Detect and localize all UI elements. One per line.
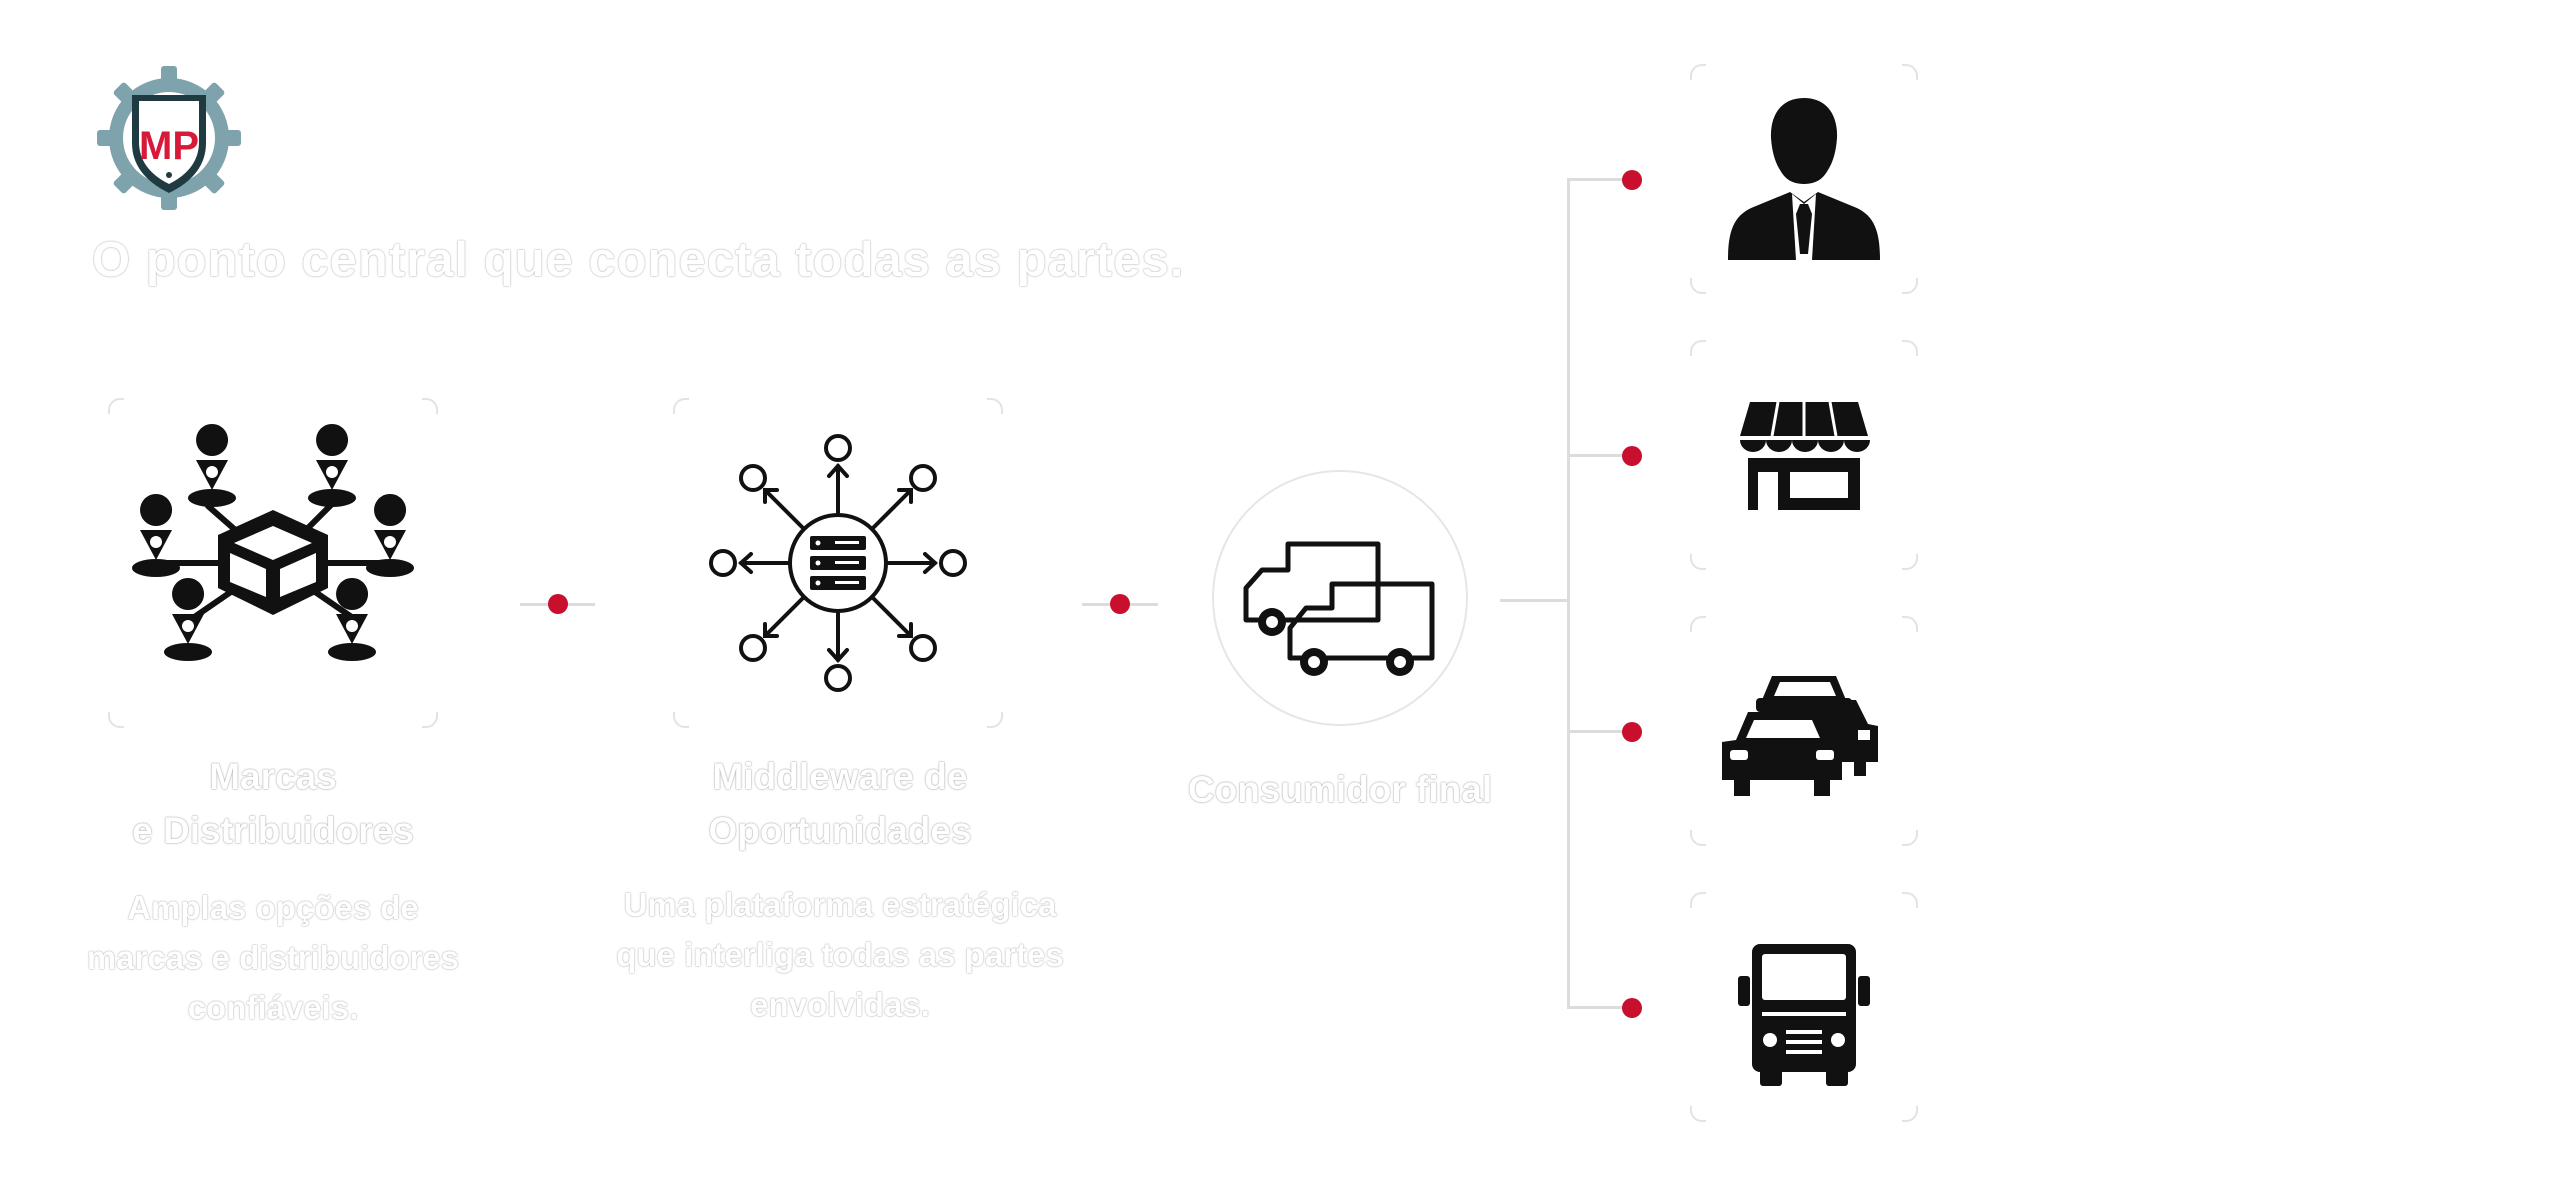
mp-logo-icon: MP <box>97 66 241 210</box>
brands-title: Marcas e Distribuidores <box>132 756 414 851</box>
logo: MP <box>94 63 244 213</box>
connector-dot <box>1110 594 1130 614</box>
middleware-card <box>673 398 1003 728</box>
brands-description: Amplas opções de marcas e distribuidores… <box>86 889 460 1026</box>
middleware-title: Middleware de Oportunidades <box>708 756 972 851</box>
brands-card <box>108 398 438 728</box>
branch-line <box>1567 730 1639 733</box>
branch-dot <box>1622 170 1642 190</box>
branch-line <box>1567 178 1639 181</box>
consumer-type-store <box>1690 340 1918 570</box>
branch-dot <box>1622 722 1642 742</box>
branch-line <box>1567 1006 1639 1009</box>
consumer-circle <box>1212 470 1468 726</box>
branch-dot <box>1622 446 1642 466</box>
cars-icon <box>1722 676 1878 796</box>
connector-dot <box>548 594 568 614</box>
branch-line <box>1500 599 1570 602</box>
package-network-icon <box>132 424 414 661</box>
page-title: O ponto central que conecta todas as par… <box>92 233 1185 287</box>
consumer-type-cars <box>1690 616 1918 846</box>
middleware-description: Uma plataforma estratégica que interliga… <box>616 886 1064 1023</box>
server-hub-icon <box>709 434 967 692</box>
businessman-icon <box>1728 98 1880 260</box>
delivery-trucks-icon <box>1243 541 1435 676</box>
storefront-icon <box>1740 401 1870 510</box>
truck-front-icon <box>1738 944 1870 1086</box>
branch-dot <box>1622 998 1642 1018</box>
svg-text:MP: MP <box>139 124 199 168</box>
branch-trunk <box>1567 178 1570 1008</box>
consumer-title: Consumidor final <box>1187 769 1493 810</box>
consumer-type-businessman <box>1690 64 1918 294</box>
branch-line <box>1567 454 1639 457</box>
consumer-type-truck <box>1690 892 1918 1122</box>
